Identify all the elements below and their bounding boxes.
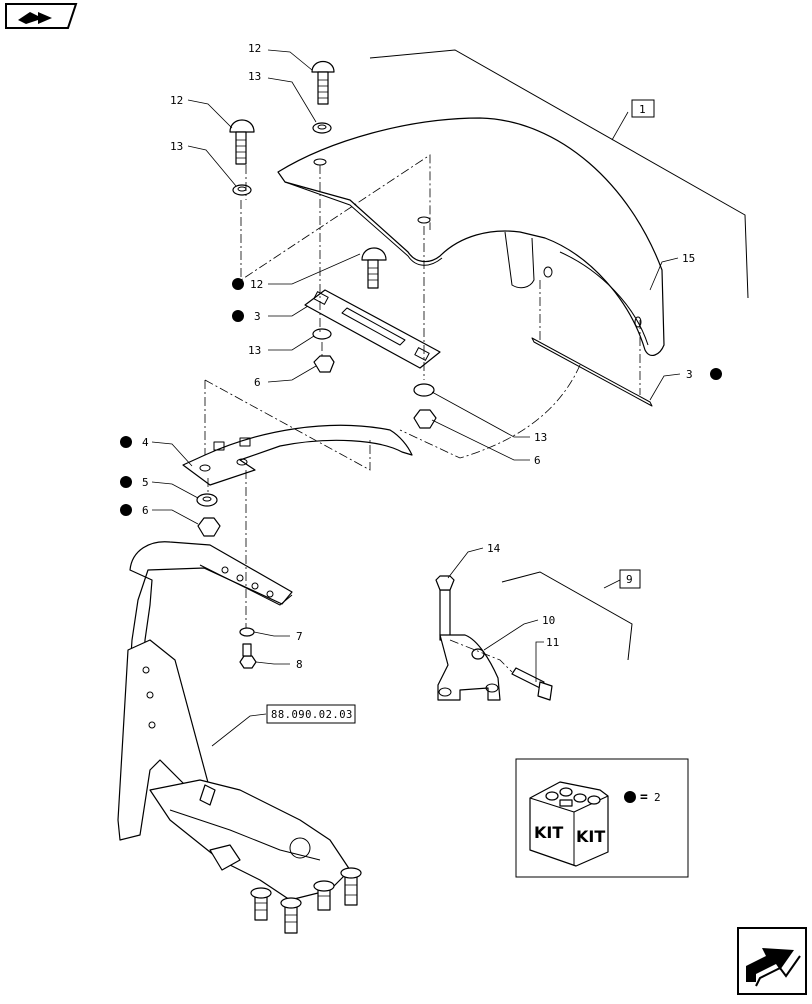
callout-13-mid: 13 — [248, 344, 261, 357]
kit-dot-marker — [120, 436, 132, 448]
callout-12-top: 12 — [248, 42, 261, 55]
kit-dot-marker — [710, 368, 722, 380]
callout-6-left: 6 — [142, 504, 149, 517]
callout-7: 7 — [296, 630, 303, 643]
kit-dot-marker — [232, 278, 244, 290]
callout-12-left: 12 — [170, 94, 183, 107]
hardware-parts — [196, 60, 437, 669]
callout-6-right: 6 — [534, 454, 541, 467]
callout-4: 4 — [142, 436, 149, 449]
callout-6-mid: 6 — [254, 376, 261, 389]
leader-lines — [151, 49, 749, 747]
callout-13-right: 13 — [534, 431, 547, 444]
svg-text:1: 1 — [639, 103, 646, 116]
reference-link[interactable]: 88.090.02.03 — [266, 704, 356, 724]
fender-part — [277, 117, 665, 407]
callout-3-right: 3 — [686, 368, 693, 381]
kit-label-left: KIT — [534, 823, 563, 842]
svg-text:88.090.02.03[interactable]: 88.090.02.03 — [271, 709, 353, 721]
svg-text:9: 9 — [626, 573, 633, 586]
callout-11: 11 — [546, 636, 559, 649]
tractor-frame-part — [117, 541, 362, 934]
callout-13-left: 13 — [170, 140, 183, 153]
callout-13-top: 13 — [248, 70, 261, 83]
callout-12-mid: 12 — [250, 278, 263, 291]
callout-10: 10 — [542, 614, 555, 627]
svg-text:KIT: KIT — [576, 827, 605, 846]
support-strap-part — [182, 424, 413, 486]
callout-14: 14 — [487, 542, 501, 555]
kit-dot-marker — [120, 476, 132, 488]
kit-quantity: 2 — [654, 791, 661, 804]
callout-8: 8 — [296, 658, 303, 671]
svg-text:KIT: KIT — [534, 823, 563, 842]
kit-equals: = — [640, 790, 648, 805]
callout-9-box: 9 — [619, 569, 641, 589]
callout-1-box: 1 — [631, 99, 655, 118]
callout-5: 5 — [142, 476, 149, 489]
centerlines — [204, 154, 641, 673]
side-bracket-part — [435, 575, 553, 701]
kit-label-right: KIT — [576, 827, 605, 846]
clamp-plate-part — [304, 289, 441, 369]
book-arrow-icon[interactable] — [4, 2, 78, 30]
callout-labels: 12 13 12 13 1 15 12 3 13 6 3 13 6 4 5 — [120, 42, 722, 724]
kit-dot-marker — [232, 310, 244, 322]
callout-3-left: 3 — [254, 310, 261, 323]
callout-15: 15 — [682, 252, 695, 265]
next-page-arrow-icon[interactable] — [736, 926, 808, 996]
kit-dot-legend — [624, 791, 636, 803]
kit-legend: KIT KIT = 2 — [515, 758, 689, 878]
kit-dot-marker — [120, 504, 132, 516]
